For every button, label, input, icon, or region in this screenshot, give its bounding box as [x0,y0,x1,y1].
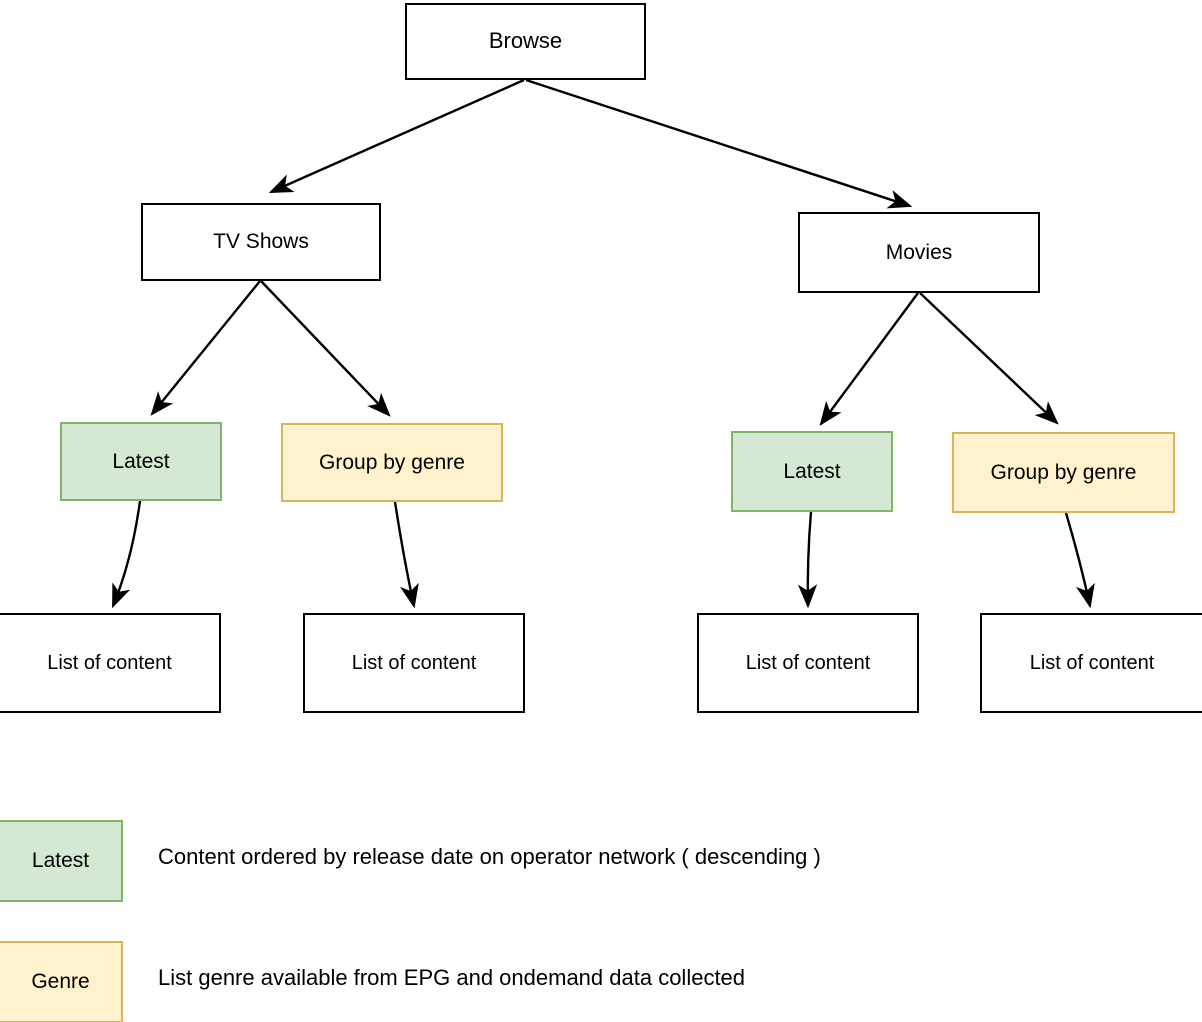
node-movies-latest[interactable]: Latest [731,431,893,512]
node-browse-label: Browse [488,28,563,54]
edge-browse-to-tvshows [268,78,525,194]
node-tv-group-by-genre[interactable]: Group by genre [281,423,503,502]
node-movies-group-by-genre-label: Group by genre [990,460,1137,484]
edge-browse-to-movies [525,78,913,209]
node-list-of-content-3-label: List of content [745,652,871,674]
node-list-of-content-4[interactable]: List of content [980,613,1202,713]
edge-movies-latest-to-list3 [797,511,818,609]
edge-tv-genre-to-list2 [393,501,419,609]
node-browse[interactable]: Browse [405,3,646,80]
legend-swatch-genre: Genre [0,941,123,1022]
edge-tvshows-to-genre [260,280,391,417]
edge-tv-latest-to-list1 [111,500,142,609]
node-movies[interactable]: Movies [798,212,1040,293]
node-list-of-content-3[interactable]: List of content [697,613,919,713]
node-list-of-content-1-label: List of content [47,652,172,674]
node-movies-group-by-genre[interactable]: Group by genre [952,432,1175,513]
legend-item-genre: Genre List genre available from EPG and … [0,941,1202,1022]
edge-movies-to-latest [819,292,919,426]
edge-movies-genre-to-list4 [1064,512,1095,609]
node-tv-shows-label: TV Shows [213,230,309,254]
node-list-of-content-1[interactable]: List of content [0,613,221,713]
legend-swatch-latest-label: Latest [31,849,90,872]
legend-swatch-latest: Latest [0,820,123,902]
legend-swatch-genre-label: Genre [31,970,90,993]
node-tv-latest[interactable]: Latest [60,422,222,501]
node-list-of-content-4-label: List of content [1029,652,1155,674]
node-tv-latest-label: Latest [112,449,170,473]
node-list-of-content-2[interactable]: List of content [303,613,525,713]
node-tv-group-by-genre-label: Group by genre [319,450,465,474]
legend-description-latest: Content ordered by release date on opera… [158,844,821,869]
node-movies-latest-label: Latest [783,459,841,483]
edge-movies-to-genre [919,292,1059,425]
legend-description-genre: List genre available from EPG and ondema… [158,965,746,990]
edge-tvshows-to-latest [150,280,261,416]
legend-item-latest: Latest Content ordered by release date o… [0,820,1202,902]
node-tv-shows[interactable]: TV Shows [141,203,381,281]
node-list-of-content-2-label: List of content [351,652,477,674]
node-movies-label: Movies [885,240,953,264]
